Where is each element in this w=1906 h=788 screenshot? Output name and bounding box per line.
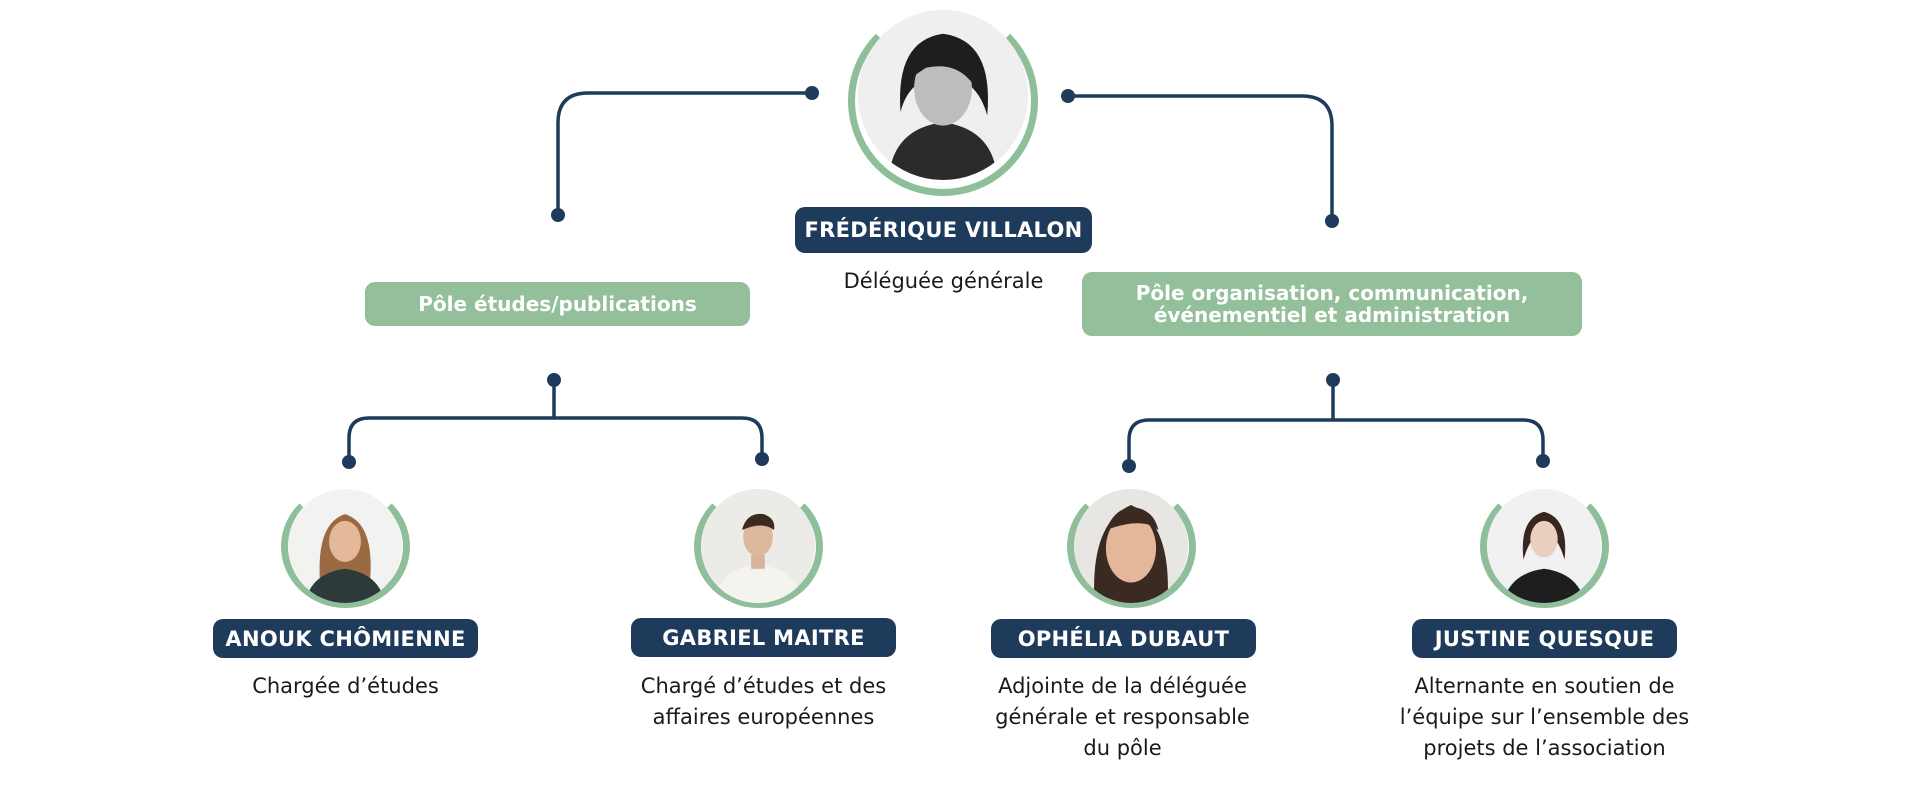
pole-organisation-label: Pôle organisation, communication, événem… (1136, 282, 1529, 326)
connector-left-branch (349, 418, 762, 459)
portrait-photo-icon (858, 10, 1028, 180)
connector-dot (1326, 373, 1340, 387)
member-name-anouk: ANOUK CHÔMIENNE (213, 619, 478, 658)
connector-dot (805, 86, 819, 100)
connector-dot (342, 455, 356, 469)
member-avatar (1487, 489, 1601, 603)
director-name: FRÉDÉRIQUE VILLALON (795, 207, 1092, 253)
connector-dot (755, 452, 769, 466)
connector-director-right (1068, 96, 1332, 221)
connector-dot (551, 208, 565, 222)
member-avatar (288, 489, 402, 603)
member-role-gabriel: Chargé d’études et des affaires européen… (605, 671, 922, 733)
connector-director-left (558, 93, 812, 215)
pole-etudes: Pôle études/publications (365, 282, 750, 326)
connector-dot (1122, 459, 1136, 473)
connector-dot (547, 373, 561, 387)
member-name-gabriel: GABRIEL MAITRE (631, 618, 896, 657)
connector-dot (1325, 214, 1339, 228)
member-role-ophelia: Adjointe de la déléguée générale et resp… (958, 671, 1287, 764)
member-name-justine: JUSTINE QUESQUE (1412, 619, 1677, 658)
connector-dot (1536, 454, 1550, 468)
portrait-photo-icon (1074, 489, 1188, 603)
director-avatar (858, 10, 1028, 180)
portrait-photo-icon (701, 489, 815, 603)
member-role-anouk: Chargée d’études (195, 671, 496, 702)
member-avatar (1074, 489, 1188, 603)
director-role: Déléguée générale (790, 266, 1097, 297)
pole-etudes-label: Pôle études/publications (418, 293, 696, 315)
member-role-justine: Alternante en soutien de l’équipe sur l’… (1375, 671, 1714, 764)
member-avatar (701, 489, 815, 603)
portrait-photo-icon (288, 489, 402, 603)
member-name-ophelia: OPHÉLIA DUBAUT (991, 619, 1256, 658)
pole-organisation: Pôle organisation, communication, événem… (1082, 272, 1582, 336)
connector-dot (1061, 89, 1075, 103)
portrait-photo-icon (1487, 489, 1601, 603)
connector-right-branch (1129, 420, 1543, 463)
